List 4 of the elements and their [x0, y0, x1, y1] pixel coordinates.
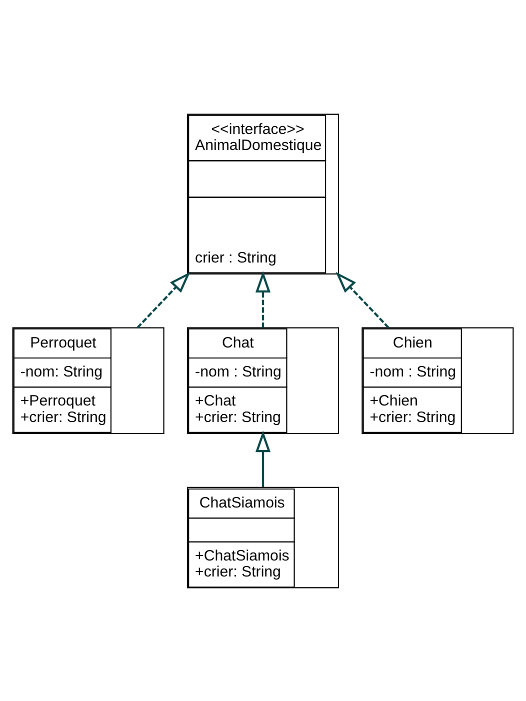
arrow — [136, 271, 190, 328]
arrow — [336, 271, 390, 328]
arrow — [255, 430, 271, 487]
arrow — [255, 270, 271, 328]
